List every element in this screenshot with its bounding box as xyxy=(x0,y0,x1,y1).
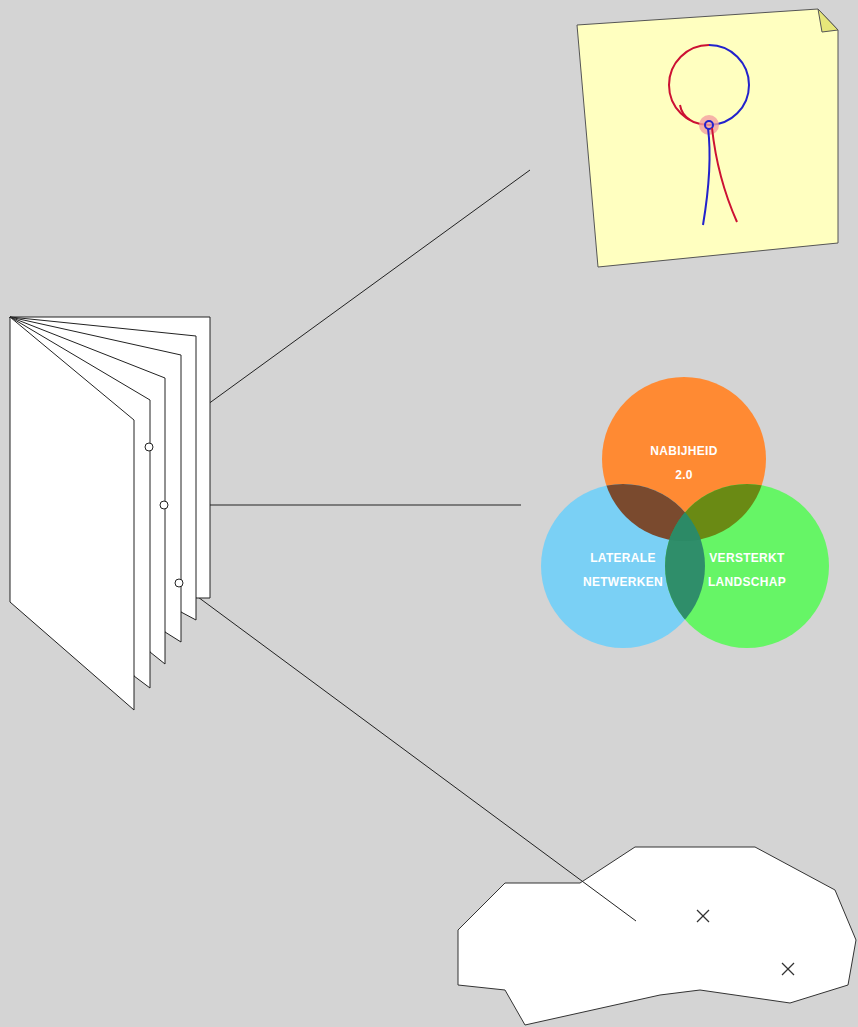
leader-dots xyxy=(145,443,183,587)
leader-line xyxy=(179,583,636,921)
booklet xyxy=(10,317,210,710)
sticky-note xyxy=(577,9,838,267)
cross-marks xyxy=(697,910,794,975)
circle-label: LATERALE NETWERKEN xyxy=(581,546,665,594)
circle-label: NABIJHEID 2.0 xyxy=(645,439,723,487)
map-region xyxy=(458,847,856,1025)
circle-label: VERSTERKT LANDSCHAP xyxy=(705,546,789,594)
